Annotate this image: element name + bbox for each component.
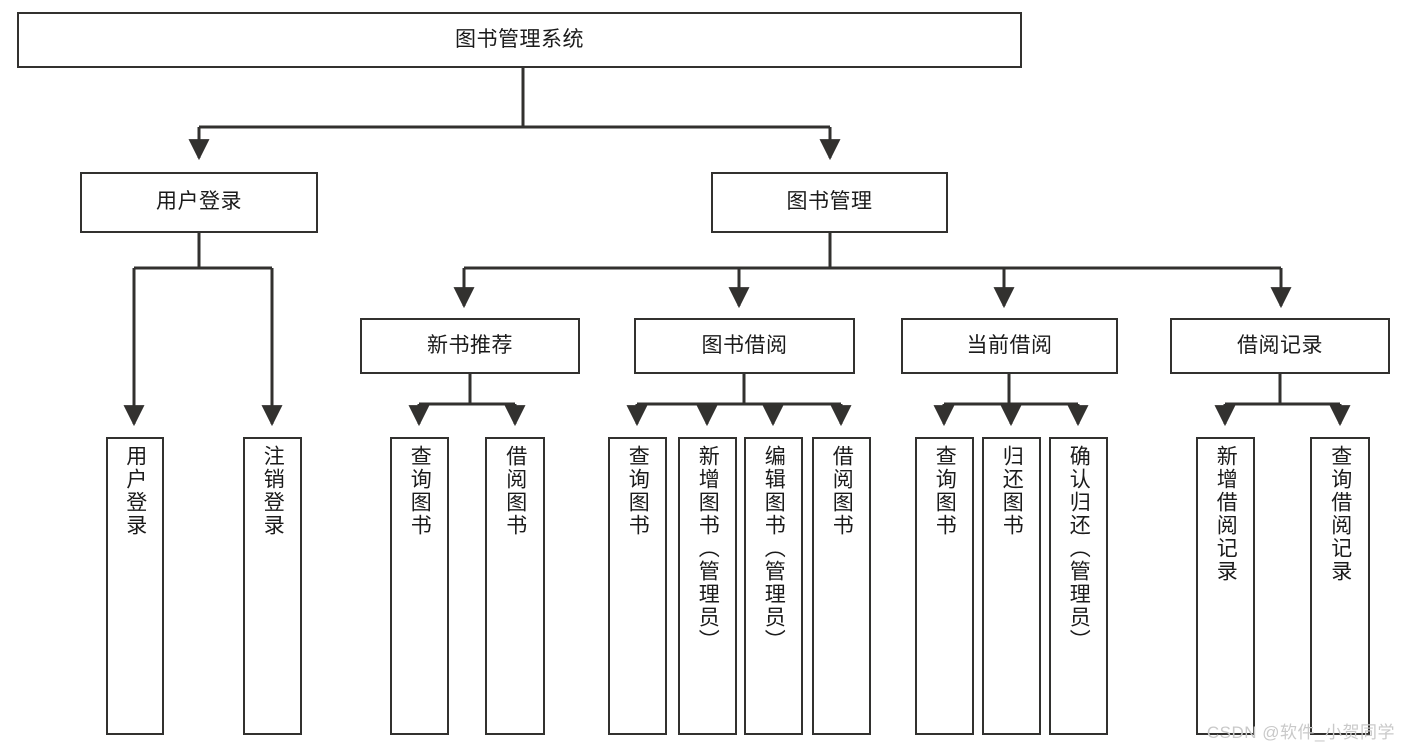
node-leaf-query-record[interactable]: 查询借阅记录	[1310, 437, 1370, 735]
node-leaf-return-book-label: 归还图书	[1000, 445, 1024, 537]
node-user-login-label: 用户登录	[156, 190, 242, 214]
node-leaf-confirm-return-label: 确认归还（管理员）	[1067, 445, 1091, 652]
node-leaf-query-record-label: 查询借阅记录	[1328, 445, 1352, 583]
node-leaf-user-login[interactable]: 用户登录	[106, 437, 164, 735]
node-leaf-borrow-book-1-label: 借阅图书	[503, 445, 527, 537]
node-book-borrow[interactable]: 图书借阅	[634, 318, 855, 374]
node-leaf-edit-book[interactable]: 编辑图书（管理员）	[744, 437, 803, 735]
node-leaf-borrow-book-1[interactable]: 借阅图书	[485, 437, 545, 735]
node-current-borrow-label: 当前借阅	[966, 333, 1053, 357]
node-leaf-borrow-book-2[interactable]: 借阅图书	[812, 437, 871, 735]
node-leaf-add-book-label: 新增图书（管理员）	[696, 445, 720, 652]
node-root-label: 图书管理系统	[455, 27, 584, 51]
node-current-borrow[interactable]: 当前借阅	[901, 318, 1118, 374]
node-borrow-record-label: 借阅记录	[1237, 333, 1323, 357]
node-leaf-add-book[interactable]: 新增图书（管理员）	[678, 437, 737, 735]
node-leaf-query-book-2-label: 查询图书	[626, 445, 650, 537]
node-leaf-user-logout-label: 注销登录	[261, 445, 285, 537]
node-book-manage[interactable]: 图书管理	[711, 172, 948, 233]
node-root[interactable]: 图书管理系统	[17, 12, 1022, 68]
node-leaf-borrow-book-2-label: 借阅图书	[830, 445, 854, 537]
node-leaf-confirm-return[interactable]: 确认归还（管理员）	[1049, 437, 1108, 735]
node-leaf-user-logout[interactable]: 注销登录	[243, 437, 302, 735]
node-book-manage-label: 图书管理	[786, 190, 873, 214]
node-leaf-query-book-3[interactable]: 查询图书	[915, 437, 974, 735]
node-leaf-add-record-label: 新增借阅记录	[1214, 445, 1238, 583]
node-leaf-query-book-1-label: 查询图书	[408, 445, 432, 537]
node-borrow-record[interactable]: 借阅记录	[1170, 318, 1390, 374]
node-leaf-query-book-1[interactable]: 查询图书	[390, 437, 449, 735]
node-leaf-query-book-3-label: 查询图书	[933, 445, 957, 537]
node-leaf-user-login-label: 用户登录	[123, 445, 147, 537]
node-new-book-recommend[interactable]: 新书推荐	[360, 318, 580, 374]
node-user-login[interactable]: 用户登录	[80, 172, 318, 233]
node-leaf-return-book[interactable]: 归还图书	[982, 437, 1041, 735]
node-leaf-edit-book-label: 编辑图书（管理员）	[762, 445, 786, 652]
node-leaf-add-record[interactable]: 新增借阅记录	[1196, 437, 1255, 735]
node-book-borrow-label: 图书借阅	[701, 333, 788, 357]
node-new-book-recommend-label: 新书推荐	[427, 333, 513, 357]
node-leaf-query-book-2[interactable]: 查询图书	[608, 437, 667, 735]
